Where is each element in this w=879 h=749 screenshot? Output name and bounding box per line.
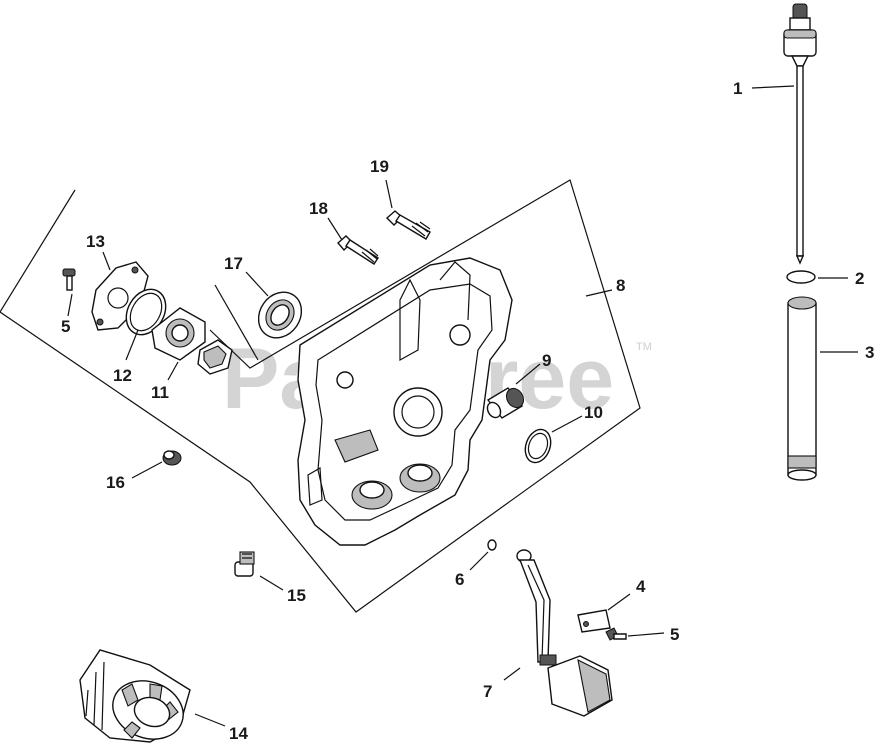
callout-13[interactable]: 13 xyxy=(86,232,105,251)
tube-bracket[interactable] xyxy=(577,609,611,633)
filter-adapter[interactable] xyxy=(485,385,527,420)
dipstick[interactable] xyxy=(783,3,817,265)
closure-plate[interactable] xyxy=(297,257,513,546)
callout-19[interactable]: 19 xyxy=(370,157,389,176)
callout-5-right[interactable]: 5 xyxy=(670,625,679,644)
bolt-short[interactable] xyxy=(337,235,379,265)
oil-filter[interactable] xyxy=(79,649,191,749)
callout-18[interactable]: 18 xyxy=(309,199,328,218)
callout-8[interactable]: 8 xyxy=(616,276,625,295)
callout-11[interactable]: 11 xyxy=(151,383,169,402)
callout-12[interactable]: 12 xyxy=(113,366,132,385)
screw-right[interactable] xyxy=(605,627,627,641)
callout-1[interactable]: 1 xyxy=(733,79,742,98)
oil-pickup-tube[interactable] xyxy=(516,549,613,717)
callout-3[interactable]: 3 xyxy=(865,343,874,362)
callout-15[interactable]: 15 xyxy=(287,586,306,605)
callout-16[interactable]: 16 xyxy=(106,473,125,492)
bolt-long[interactable] xyxy=(385,210,431,240)
screw-left[interactable] xyxy=(62,268,76,291)
watermark-trademark: TM xyxy=(636,341,652,353)
callout-2[interactable]: 2 xyxy=(855,269,864,288)
adapter-o-ring[interactable] xyxy=(521,426,555,466)
callout-9[interactable]: 9 xyxy=(542,351,551,370)
small-o-ring[interactable] xyxy=(487,539,497,551)
drain-plug[interactable] xyxy=(234,551,255,577)
callout-4[interactable]: 4 xyxy=(636,577,646,596)
dipstick-tube[interactable] xyxy=(787,296,817,481)
leader-lines xyxy=(67,85,858,727)
callout-14[interactable]: 14 xyxy=(229,724,248,743)
dipstick-o-ring[interactable] xyxy=(786,270,816,284)
oil-pump-rotors[interactable] xyxy=(151,307,233,375)
callout-10[interactable]: 10 xyxy=(584,403,603,422)
oil-seal[interactable] xyxy=(250,284,310,346)
callout-17[interactable]: 17 xyxy=(224,254,243,273)
pipe-plug[interactable] xyxy=(162,450,182,466)
callout-7[interactable]: 7 xyxy=(483,682,492,701)
assembly-outline xyxy=(0,179,641,613)
callout-5-left[interactable]: 5 xyxy=(61,317,70,336)
callout-6[interactable]: 6 xyxy=(455,570,464,589)
